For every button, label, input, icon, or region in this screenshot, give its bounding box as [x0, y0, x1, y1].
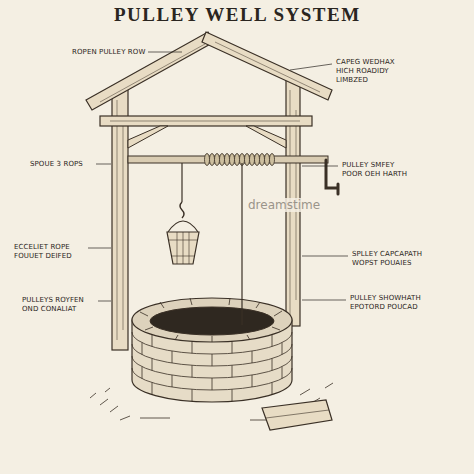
watermark: dreamstime — [246, 198, 322, 212]
hook — [180, 202, 184, 218]
rope-coil — [205, 154, 275, 166]
part-label: SPOUE 3 ROPS — [30, 160, 96, 169]
part-label: SPLLEY CAPCAPATH WOPST POUAIES — [352, 250, 436, 268]
wooden-plank — [262, 400, 332, 430]
well-rim — [132, 298, 292, 342]
right-rafter — [202, 32, 332, 100]
crank-handle — [326, 160, 338, 194]
crossbeam — [100, 116, 312, 126]
diagram-title: PULLEY WELL SYSTEM — [114, 4, 361, 26]
part-label: ROPEN PULLEY ROW — [72, 48, 150, 57]
part-label: PULLEY SHOWHATH EPOTORD POUCAD — [350, 294, 428, 312]
part-label: PULLEY SMFEY POOR OEH HARTH — [342, 161, 416, 179]
leader-lines — [88, 52, 348, 301]
bucket-rope — [181, 163, 182, 202]
well-rope — [241, 163, 242, 325]
left-rafter — [86, 32, 214, 110]
part-label: PULLEYS ROYFEN OND CONALIAT — [22, 296, 96, 314]
part-label: ECCELIET ROPE FOUUET DEIFED — [14, 243, 86, 261]
well-opening — [150, 307, 274, 335]
bucket — [167, 232, 199, 264]
part-label: CAPEG WEDHAX HICH ROADIDY LIMBZED — [336, 58, 410, 85]
